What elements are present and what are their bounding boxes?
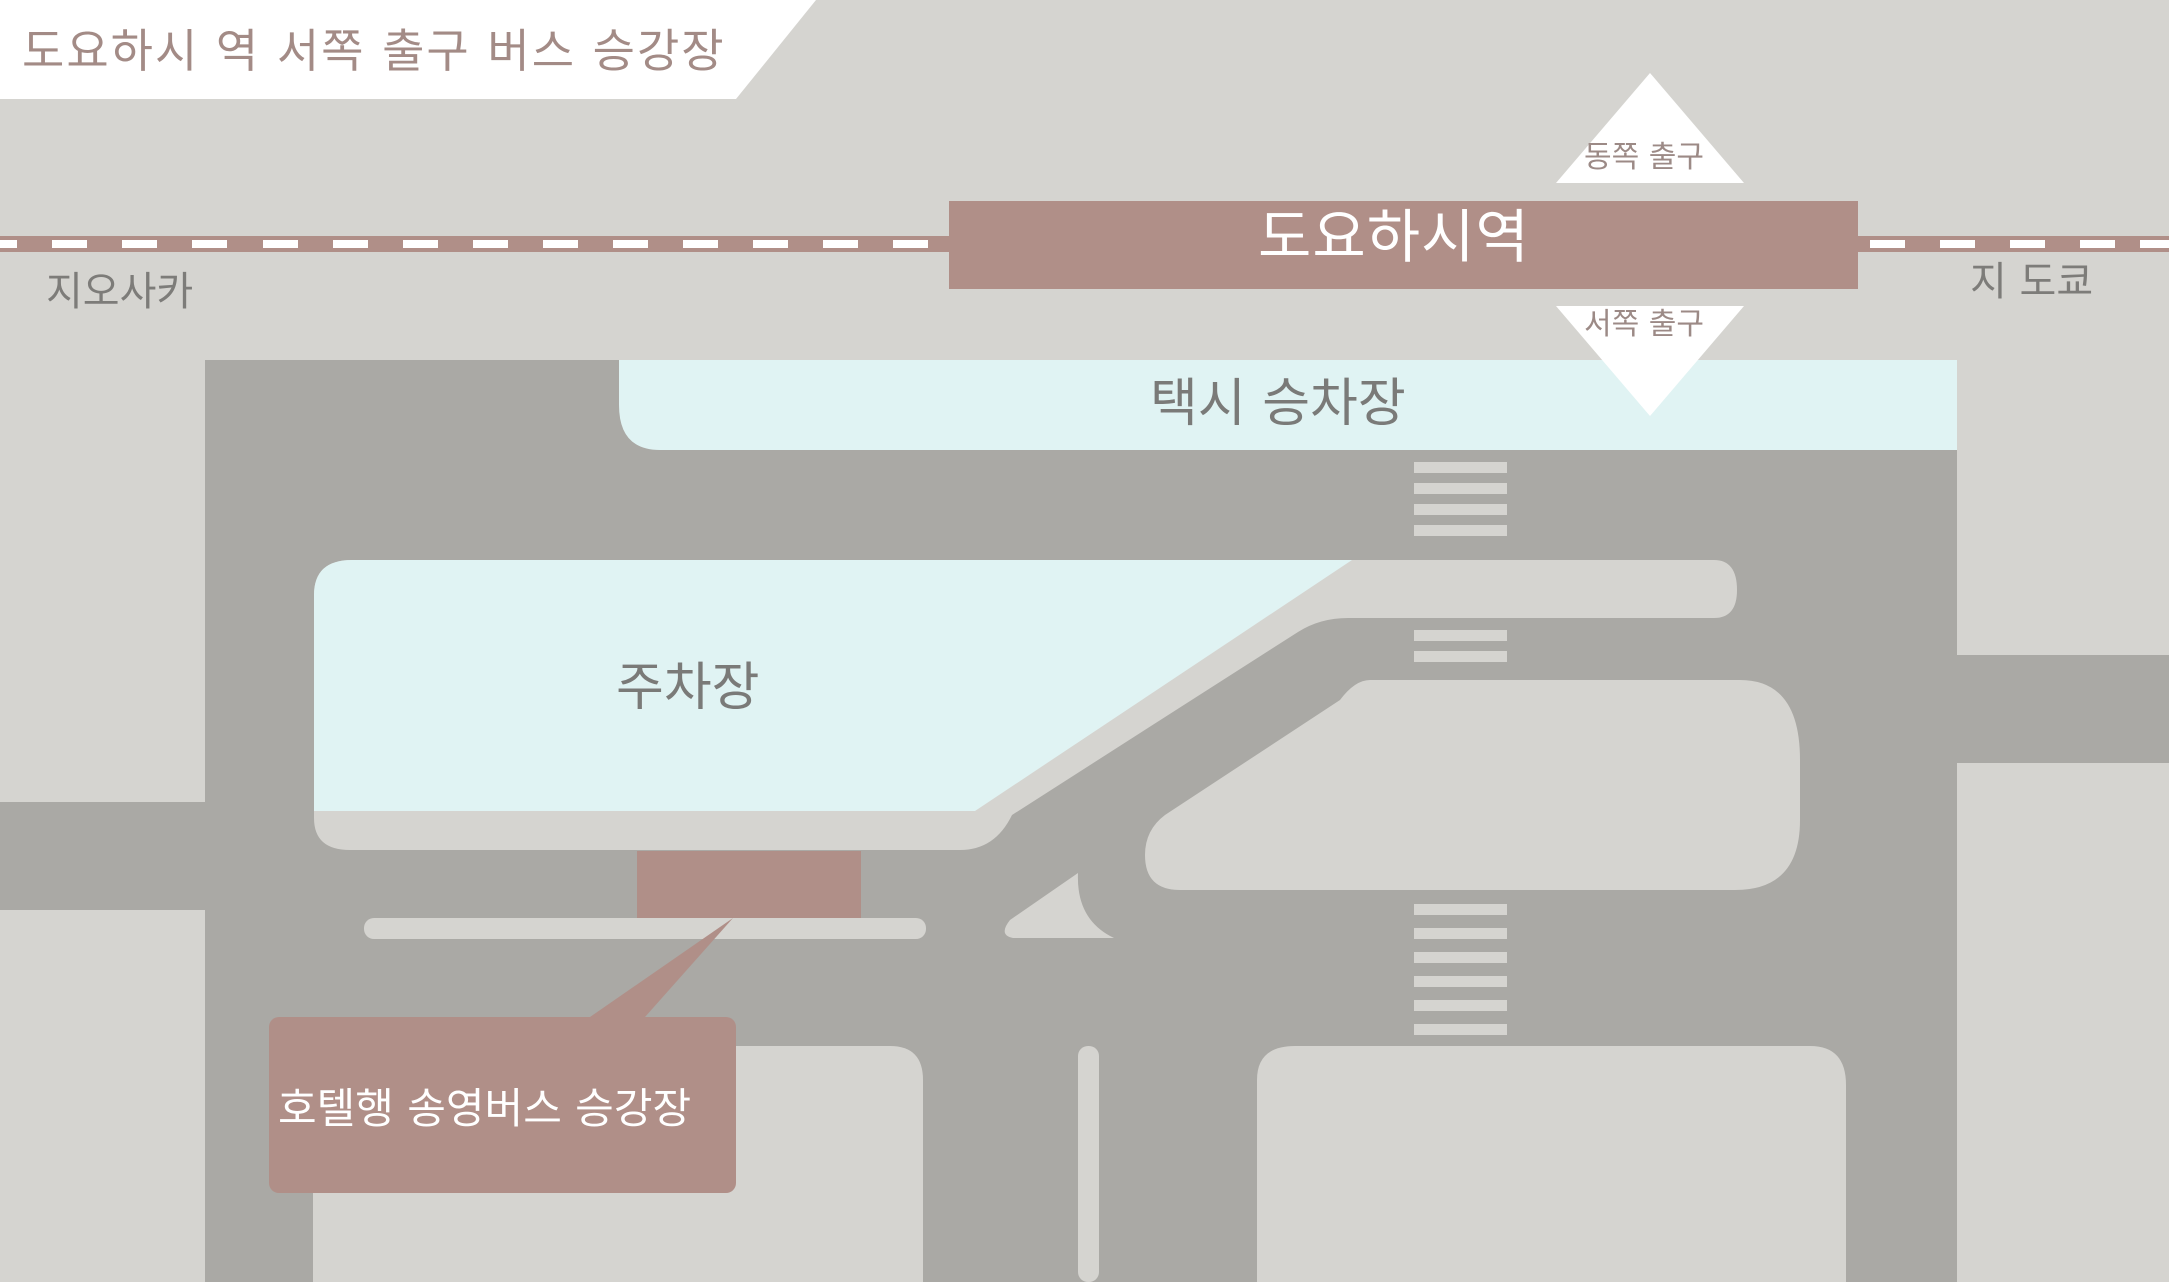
bus-stop-marker [637, 851, 861, 918]
parking-lot [314, 560, 1352, 811]
exit-east-arrow-icon [1556, 73, 1744, 183]
crosswalk-middle [1414, 630, 1507, 662]
exit-east-label: 동쪽 출구 [1584, 140, 1704, 175]
hotel-bus-callout-box [269, 1017, 736, 1193]
road-right-horizontal [1957, 655, 2169, 763]
taxi-stand-label: 택시 승차장 [1150, 374, 1406, 434]
block-bottom-right [1257, 1046, 1846, 1282]
parking-label: 주차장 [616, 658, 760, 718]
triangle-island [1004, 873, 1114, 938]
station-name: 도요하시역 [1258, 203, 1530, 271]
road-left-horizontal [0, 802, 205, 910]
block-right-upper [1957, 360, 2169, 655]
direction-left-label: 지오사카 [46, 269, 194, 315]
station-building [949, 201, 1858, 289]
bus-platform-strip [364, 918, 926, 939]
page-title: 도요하시 역 서쪽 출구 버스 승강장 [22, 24, 726, 78]
hotel-bus-stop-label: 호텔행 송영버스 승강장 [278, 1084, 692, 1133]
block-left-upper [0, 360, 205, 802]
exit-west-arrow-icon [1556, 306, 1744, 416]
railway-dashes [0, 240, 2169, 248]
crosswalk-upper [1414, 462, 1507, 536]
block-right-lower [1957, 763, 2169, 1282]
crosswalk-lower [1414, 904, 1507, 1035]
direction-right-label: 지 도쿄 [1970, 259, 2094, 305]
median-strip [1078, 1046, 1099, 1282]
central-island [1145, 680, 1800, 890]
exit-west-label: 서쪽 출구 [1584, 307, 1704, 342]
block-left-lower [0, 910, 205, 1282]
callout-pointer [590, 918, 733, 1017]
title-banner [0, 0, 816, 99]
